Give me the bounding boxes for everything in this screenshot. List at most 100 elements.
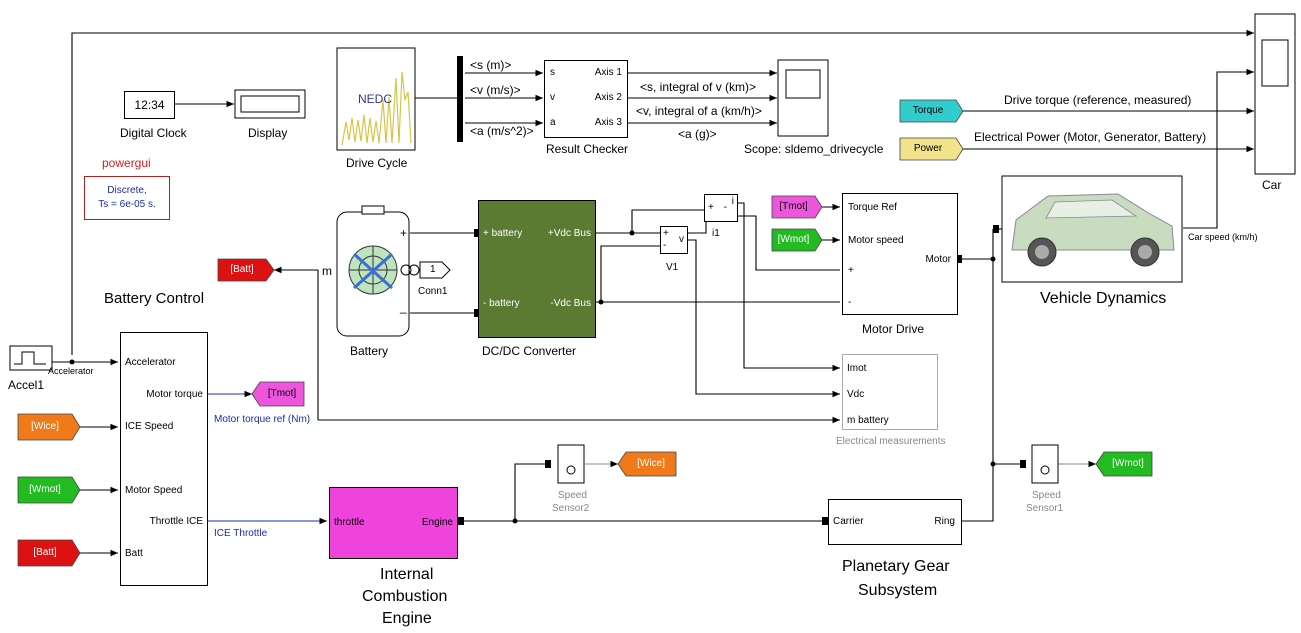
result-checker-block[interactable]: s v a Axis 1 Axis 2 Axis 3 bbox=[544, 60, 628, 138]
speed-sensor2-label1: Speed bbox=[558, 490, 587, 501]
vehicle-label: Vehicle Dynamics bbox=[1040, 290, 1167, 307]
battery-minus: _ bbox=[400, 300, 407, 314]
conn1-icon bbox=[400, 261, 451, 279]
ice-out-engine: Engine bbox=[421, 517, 453, 528]
accel-signal-label: Accelerator bbox=[48, 366, 94, 376]
i1-plus: + bbox=[708, 202, 714, 213]
drive-cycle-icon bbox=[336, 47, 416, 151]
tag-tmot2-shape bbox=[251, 381, 305, 407]
car-illustration bbox=[1001, 175, 1183, 283]
tag-torque-shape bbox=[899, 99, 964, 123]
ice-label3: Engine bbox=[382, 610, 432, 627]
md-torque-ref: Torque Ref bbox=[848, 202, 897, 213]
md-motor-speed: Motor speed bbox=[848, 235, 904, 246]
v1-minus: - bbox=[663, 240, 667, 251]
tag-tmot-from[interactable]: [Tmot] bbox=[779, 201, 808, 212]
drive-cycle-label: Drive Cycle bbox=[346, 156, 408, 170]
battery-icon bbox=[336, 205, 410, 337]
bc-in-batt: Batt bbox=[125, 548, 143, 559]
v1-label: V1 bbox=[666, 262, 679, 273]
bc-in-motor-speed: Motor Speed bbox=[125, 485, 183, 496]
tag-wmot-goto[interactable]: [Wmot] bbox=[1112, 458, 1144, 469]
rc-out-axis1: Axis 1 bbox=[594, 67, 622, 78]
planetary-gear-block[interactable]: Carrier Ring bbox=[828, 499, 962, 545]
powergui-block[interactable]: Discrete, Ts = 6e-05 s. bbox=[84, 176, 170, 220]
signal-ice-throttle: ICE Throttle bbox=[214, 528, 268, 539]
i1-i: i bbox=[731, 196, 734, 207]
tag-batt-from[interactable]: [Batt] bbox=[33, 547, 57, 558]
i1-minus: - bbox=[723, 202, 727, 213]
ice-block[interactable]: throttle Engine bbox=[329, 487, 458, 559]
dcdc-label: DC/DC Converter bbox=[482, 344, 577, 358]
rc-in-s: s bbox=[550, 67, 555, 78]
tag-wice-from[interactable]: [Wice] bbox=[31, 421, 59, 432]
digital-clock-value: 12:34 bbox=[134, 98, 165, 112]
v1-block[interactable]: + - v bbox=[660, 226, 688, 254]
v1-v: v bbox=[679, 234, 684, 245]
rc-out-axis3: Axis 3 bbox=[594, 117, 622, 128]
bc-out-motor-torque: Motor torque bbox=[146, 389, 203, 400]
signal-v: <v (m/s)> bbox=[470, 83, 521, 97]
tag-batt-goto-shape bbox=[217, 258, 275, 282]
motor-drive-label: Motor Drive bbox=[862, 322, 925, 336]
tag-wice-goto[interactable]: [Wice] bbox=[637, 458, 665, 469]
battery-plus: + bbox=[400, 226, 408, 240]
i1-label: i1 bbox=[712, 228, 720, 239]
tag-power-shape bbox=[899, 137, 964, 161]
tag-wmot-from[interactable]: [Wmot] bbox=[777, 234, 810, 245]
tag-batt-from-shape bbox=[17, 539, 81, 567]
planetary-label1: Planetary Gear bbox=[842, 558, 950, 575]
tag-wmot2-shape bbox=[17, 476, 81, 504]
tag-wice-goto-shape bbox=[617, 451, 677, 477]
conn1-label: Conn1 bbox=[418, 286, 448, 297]
tag-power[interactable]: Power bbox=[913, 143, 943, 154]
signal-lines bbox=[52, 29, 1254, 557]
accel-step-icon bbox=[9, 345, 53, 371]
ice-in-throttle: throttle bbox=[334, 517, 365, 528]
speed-sensor1-label1: Speed bbox=[1032, 490, 1061, 501]
md-minus: - bbox=[848, 297, 852, 308]
motor-drive-block[interactable]: Torque Ref Motor speed + - Motor bbox=[842, 193, 958, 315]
pg-ring: Ring bbox=[934, 516, 955, 527]
signal-drive-torque: Drive torque (reference, measured) bbox=[1004, 93, 1192, 107]
signal-s: <s (m)> bbox=[470, 58, 512, 72]
battery-control-block[interactable]: Accelerator ICE Speed Motor Speed Batt M… bbox=[120, 332, 208, 586]
drive-cycle-inner: NEDC bbox=[358, 92, 393, 106]
signal-motor-torque-ref: Motor torque ref (Nm) bbox=[214, 414, 311, 425]
digital-clock-label: Digital Clock bbox=[120, 126, 187, 140]
tag-wmot-from-2[interactable]: [Wmot] bbox=[29, 484, 61, 495]
bus-selector-bar bbox=[457, 56, 463, 142]
rc-in-a: a bbox=[550, 117, 556, 128]
battery-label: Battery bbox=[350, 344, 389, 358]
rc-in-v: v bbox=[550, 92, 555, 103]
battery-control-label: Battery Control bbox=[104, 290, 205, 307]
digital-clock-block[interactable]: 12:34 bbox=[124, 91, 175, 119]
scope-icons bbox=[234, 13, 1296, 175]
tag-batt-goto[interactable]: [Batt] bbox=[230, 264, 254, 275]
signal-va: <v, integral of a (km/h)> bbox=[636, 104, 762, 118]
em-vdc: Vdc bbox=[847, 389, 865, 400]
pg-carrier: Carrier bbox=[833, 516, 864, 527]
conn1-num: 1 bbox=[430, 264, 436, 275]
signal-ag: <a (g)> bbox=[678, 127, 717, 141]
signal-sv: <s, integral of v (km)> bbox=[640, 80, 757, 94]
tag-tmot1-shape bbox=[771, 195, 823, 219]
ice-label1: Internal bbox=[380, 566, 434, 583]
signal-elec-power: Electrical Power (Motor, Generator, Batt… bbox=[974, 130, 1207, 144]
i1-block[interactable]: + - i bbox=[704, 194, 738, 222]
dcdc-vdc-minus: -Vdc Bus bbox=[550, 298, 591, 309]
tag-tmot-goto[interactable]: [Tmot] bbox=[267, 388, 297, 399]
em-m-battery: m battery bbox=[847, 415, 889, 426]
em-imot: Imot bbox=[847, 363, 867, 374]
accel-label: Accel1 bbox=[8, 378, 45, 392]
bc-in-accelerator: Accelerator bbox=[125, 357, 176, 368]
speed-sensor-icons bbox=[557, 444, 1059, 484]
electrical-measurements-block[interactable]: Imot Vdc m battery bbox=[842, 354, 938, 430]
dcdc-converter-block[interactable]: + battery - battery +Vdc Bus -Vdc Bus bbox=[478, 200, 596, 338]
tag-torque[interactable]: Torque bbox=[912, 105, 944, 116]
scope-label: Scope: sldemo_drivecycle bbox=[744, 142, 884, 156]
signal-a: <a (m/s^2)> bbox=[470, 124, 534, 138]
tag-wice-from-shape bbox=[17, 413, 81, 441]
bc-out-throttle-ice: Throttle ICE bbox=[149, 516, 203, 527]
